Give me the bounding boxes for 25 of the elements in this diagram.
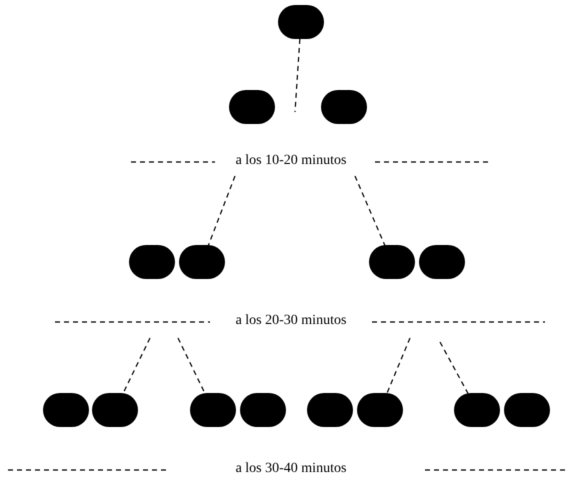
time-label: a los 20-30 minutos [234,314,348,328]
cell [419,245,465,279]
dashed-line [386,338,411,394]
cell [43,393,89,427]
dashed-line [208,176,236,246]
cell [229,90,275,124]
cell [321,90,367,124]
cell [240,393,286,427]
cell [190,393,236,427]
cell [278,5,324,39]
dashed-line [122,338,151,394]
dashed-line [294,38,300,112]
cell [307,393,353,427]
dashed-line [354,176,386,246]
cell [454,393,500,427]
cell [129,245,175,279]
time-label: a los 10-20 minutos [234,154,348,168]
time-label: a los 30-40 minutos [234,462,348,476]
cell [369,245,415,279]
dashed-line [439,342,469,395]
cell [179,245,225,279]
cell [357,393,403,427]
cell [92,393,138,427]
dashed-line [177,338,206,394]
cell [504,393,550,427]
